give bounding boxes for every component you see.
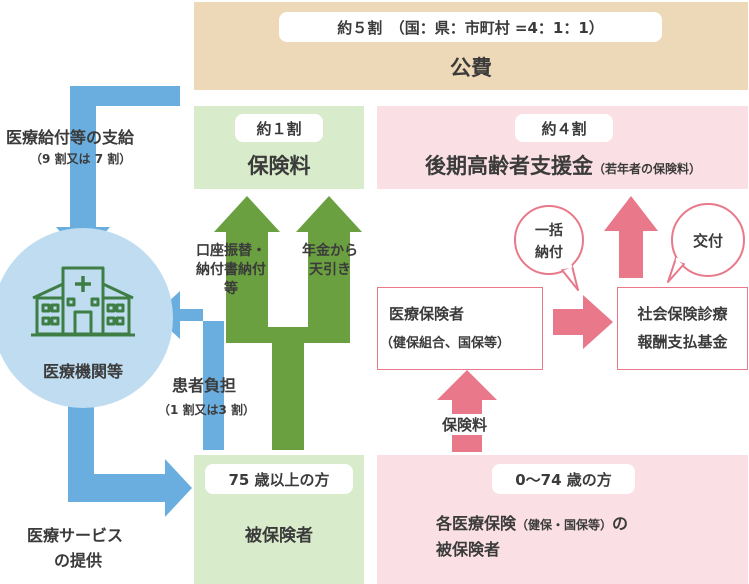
institution-circle: [0, 228, 173, 408]
young-premium-arrow: [437, 370, 497, 452]
lump-sum-line1: 一括: [535, 223, 563, 239]
public-funds-ratio: 約５割 （国：県：市町村 =4：1：1）: [279, 12, 662, 42]
copay-label: 患者負担: [172, 376, 237, 395]
premium-label: 保険料: [247, 154, 311, 178]
fund-line1: 社会保険診療: [637, 305, 728, 323]
grant-label: 交付: [692, 232, 723, 250]
insurer-line2: （健保組合、国保等）: [380, 336, 511, 351]
young-title: 0〜74 歳の方: [492, 464, 635, 494]
pension-deduction-line1: 年金から: [302, 243, 358, 259]
premium-payment-arrow: [214, 196, 362, 450]
pension-deduction-line2: 天引き: [309, 262, 351, 278]
elderly-title: 75 歳以上の方: [205, 464, 353, 494]
insurer-to-fund-arrow: [553, 295, 613, 349]
benefit-label: 医療給付等の支給: [6, 128, 135, 147]
copay-note: （1 割又は3 割）: [158, 403, 256, 417]
insurer-line1: 医療保険者: [389, 305, 465, 323]
benefit-payment-arrow: [56, 86, 180, 258]
service-label-line1: 医療サービス: [27, 526, 124, 545]
fund-to-support-arrow: [604, 196, 658, 278]
insurer-box: [377, 287, 543, 370]
fund-box: [617, 287, 748, 370]
elderly-label: 被保険者: [245, 526, 313, 546]
service-provision-arrow: [68, 395, 192, 517]
account-transfer-line2: 納付書納付: [196, 262, 266, 278]
account-transfer-line1: 口座振替・: [196, 243, 266, 259]
service-label-line2: の提供: [54, 551, 103, 570]
account-transfer-line3: 等: [224, 281, 238, 297]
support-label-line: 後期高齢者支援金（若年者の保険料）: [382, 150, 744, 180]
premium-ratio: 約１割: [235, 114, 323, 142]
young-line1: 各医療保険（健保・国保等）の: [436, 510, 628, 534]
support-label: 後期高齢者支援金: [424, 154, 593, 178]
lump-sum-line2: 納付: [535, 245, 563, 261]
young-premium-label: 保険料: [440, 414, 490, 435]
young-line1-a: 各医療保険: [436, 514, 517, 533]
institution-label: 医療機関等: [42, 362, 123, 381]
hospital-icon: [31, 266, 135, 337]
young-line1-c: の: [612, 514, 629, 533]
young-line1-b: （健保・国保等）: [516, 518, 613, 532]
fund-line2: 報酬支払基金: [637, 333, 728, 351]
grant-bubble: [667, 203, 745, 283]
support-ratio: 約４割: [515, 114, 613, 142]
young-line2: 被保険者: [436, 540, 501, 559]
support-note: （若年者の保険料）: [592, 162, 701, 176]
public-funds-label: 公費: [450, 56, 492, 80]
lump-sum-bubble: [514, 205, 584, 291]
benefit-note: （9 割又は 7 割）: [30, 152, 132, 166]
